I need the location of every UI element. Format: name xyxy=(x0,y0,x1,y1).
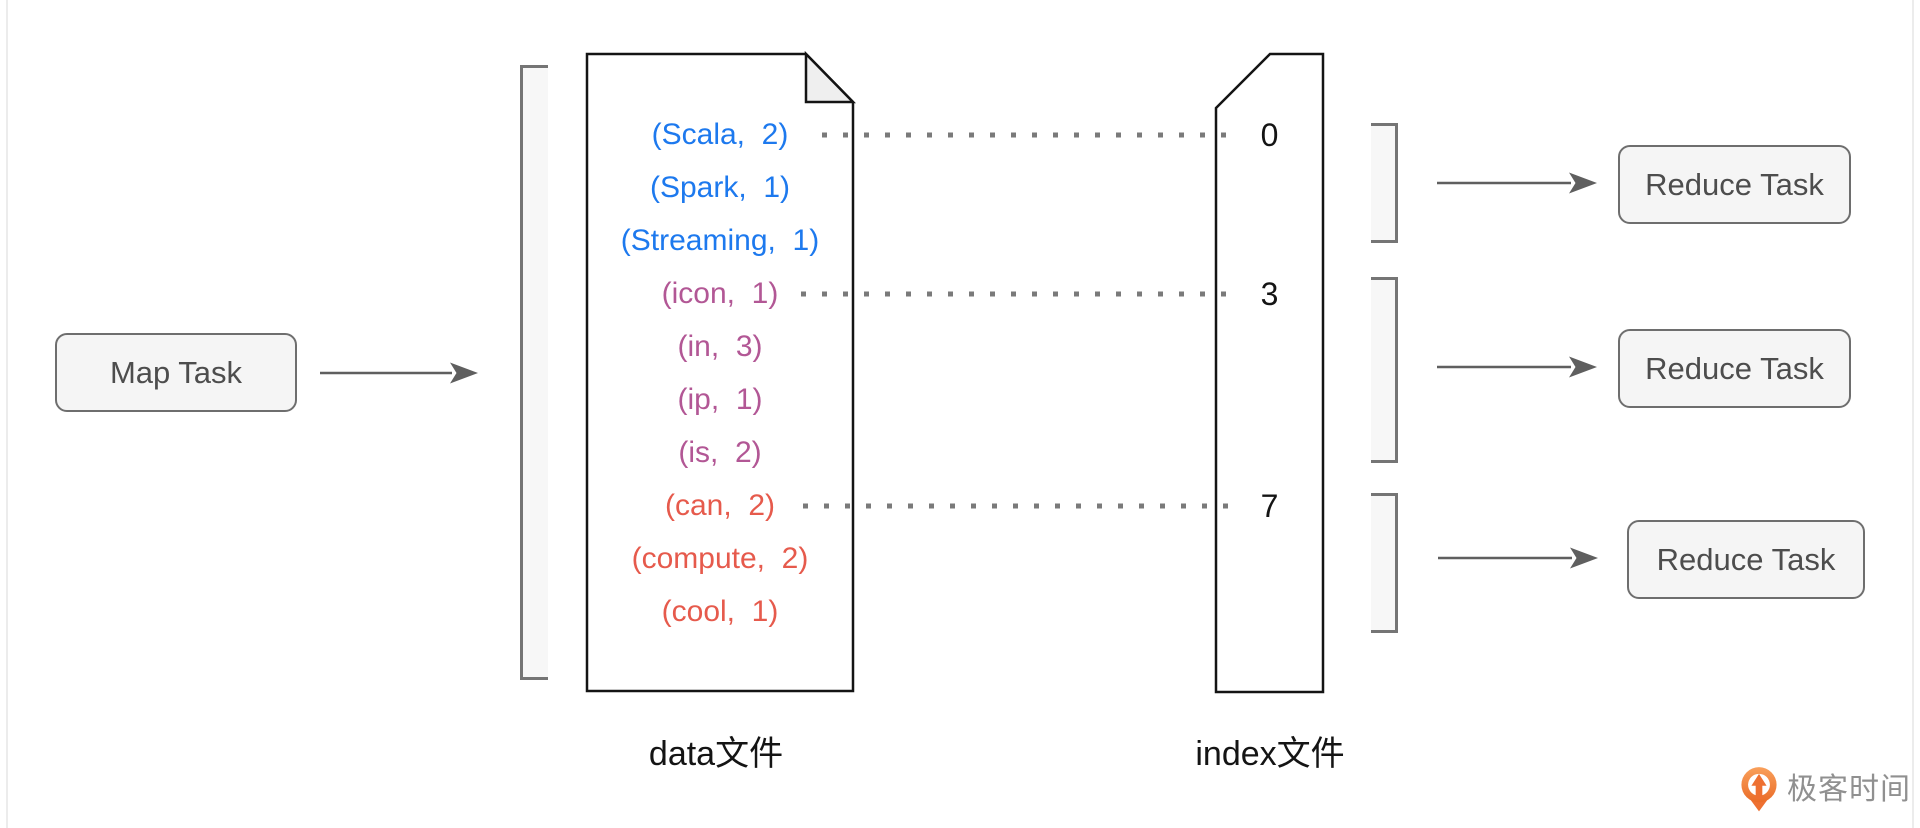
map-task-arrow xyxy=(320,362,478,384)
reduce-task-arrow-3 xyxy=(1438,547,1598,569)
data-file-document-shape xyxy=(585,52,855,693)
reduce-task-node-2: Reduce Task xyxy=(1618,329,1851,408)
record-row: (is, 2) xyxy=(678,436,762,469)
record-row: (Spark, 1) xyxy=(649,171,791,204)
reduce-task-label: Reduce Task xyxy=(1645,166,1824,202)
record-row: (can, 2) xyxy=(664,489,776,522)
reduce-task-label: Reduce Task xyxy=(1645,350,1824,386)
reduce-task-label: Reduce Task xyxy=(1656,541,1836,577)
map-task-node: Map Task xyxy=(55,333,297,412)
canvas-left-border xyxy=(6,0,8,828)
record-row: (Streaming, 1) xyxy=(620,224,820,257)
partition-bracket-3 xyxy=(1371,493,1398,633)
record-row: (cool, 1) xyxy=(661,595,779,628)
map-output-bracket xyxy=(520,65,548,680)
map-task-label: Map Task xyxy=(109,354,243,390)
record-row: (icon, 1) xyxy=(661,277,779,310)
partition-bracket-1 xyxy=(1371,123,1398,243)
canvas-right-border xyxy=(1912,0,1914,828)
geektime-logo: 极客时间 xyxy=(1740,766,1911,813)
reduce-task-arrow-1 xyxy=(1437,172,1597,194)
record-row: (ip, 1) xyxy=(677,383,763,416)
index-mark-7: 7 xyxy=(1260,488,1279,524)
reduce-task-node-3: Reduce Task xyxy=(1627,520,1865,599)
reduce-task-arrow-2 xyxy=(1437,356,1597,378)
reduce-task-node-1: Reduce Task xyxy=(1618,145,1851,224)
record-row: (Scala, 2) xyxy=(651,118,789,151)
record-row: (in, 3) xyxy=(677,330,763,363)
index-file-shape xyxy=(1214,52,1325,694)
geektime-logo-text: 极客时间 xyxy=(1787,772,1911,806)
index-mark-0: 0 xyxy=(1260,117,1279,153)
record-row: (compute, 2) xyxy=(631,542,809,575)
data-file-fold-corner-icon xyxy=(804,50,856,104)
data-file-label: data文件 xyxy=(648,735,784,773)
partition-bracket-2 xyxy=(1371,277,1398,463)
index-mark-3: 3 xyxy=(1260,276,1279,312)
index-file-label: index文件 xyxy=(1195,735,1345,773)
geektime-pin-icon xyxy=(1741,767,1777,812)
